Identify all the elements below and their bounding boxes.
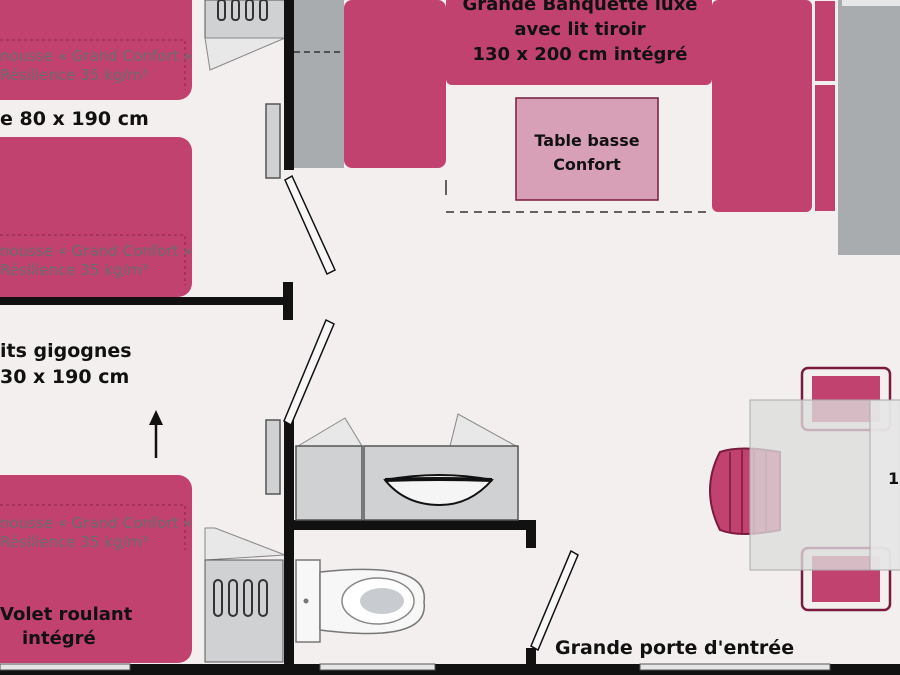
table-label-line2: Confort	[553, 155, 621, 174]
sofa-side-panel	[294, 0, 344, 168]
bed-top-size-label: e 80 x 190 cm	[0, 108, 149, 130]
mattress-bottom-resilience: Résilience 35 kg/m³	[0, 533, 148, 551]
banquette-label-line2: avec lit tiroir	[514, 19, 645, 40]
sofa-left-cushion	[344, 0, 446, 168]
mattress-top	[0, 0, 192, 100]
bed-middle: nousse « Grand Confort » Résilience 35 k…	[0, 137, 192, 297]
mattress-top-foam: nousse « Grand Confort »	[0, 47, 192, 65]
sofa-backrest	[446, 0, 712, 85]
shutter-label-line2: intégré	[22, 628, 96, 649]
mattress-middle	[0, 137, 192, 297]
radiator-icon	[204, 0, 286, 71]
mattress-bottom	[0, 475, 192, 663]
coffee-table: Table basse Confort	[515, 97, 659, 201]
radiator-icon	[204, 527, 286, 663]
mattress-top-resilience: Résilience 35 kg/m³	[0, 66, 148, 84]
mattress-middle-foam: nousse « Grand Confort »	[0, 242, 192, 260]
kitchen-counter	[838, 0, 900, 255]
entrance-label: Grande porte d'entrée	[555, 637, 794, 659]
door-frames	[265, 103, 281, 495]
mattress-bottom-foam: nousse « Grand Confort »	[0, 514, 192, 532]
sofa-armrest	[813, 83, 837, 213]
table-label-line1: Table basse	[534, 131, 639, 150]
bed-top: nousse « Grand Confort » Résilience 35 k…	[0, 0, 192, 100]
dining-table-label: 1	[888, 469, 899, 488]
sofa-right-cushion	[712, 0, 812, 212]
doors	[283, 174, 579, 652]
entrance-door	[530, 549, 579, 652]
arrow-up-icon	[149, 410, 163, 458]
dining-set: 1	[709, 366, 900, 612]
banquette-label-line1: Grande Banquette luxe	[462, 0, 697, 15]
bunk-label-line2: 30 x 190 cm	[0, 366, 129, 388]
windows-bottom	[0, 663, 831, 671]
shower-basin	[295, 413, 519, 521]
toilet-icon	[295, 559, 425, 643]
mattress-middle-resilience: Résilience 35 kg/m³	[0, 261, 148, 279]
bed-bottom: nousse « Grand Confort » Résilience 35 k…	[0, 475, 192, 663]
shutter-label-line1: Volet roulant	[0, 604, 133, 625]
bunk-label-line1: its gigognes	[0, 340, 132, 362]
banquette-label-line3: 130 x 200 cm intégré	[472, 44, 687, 65]
